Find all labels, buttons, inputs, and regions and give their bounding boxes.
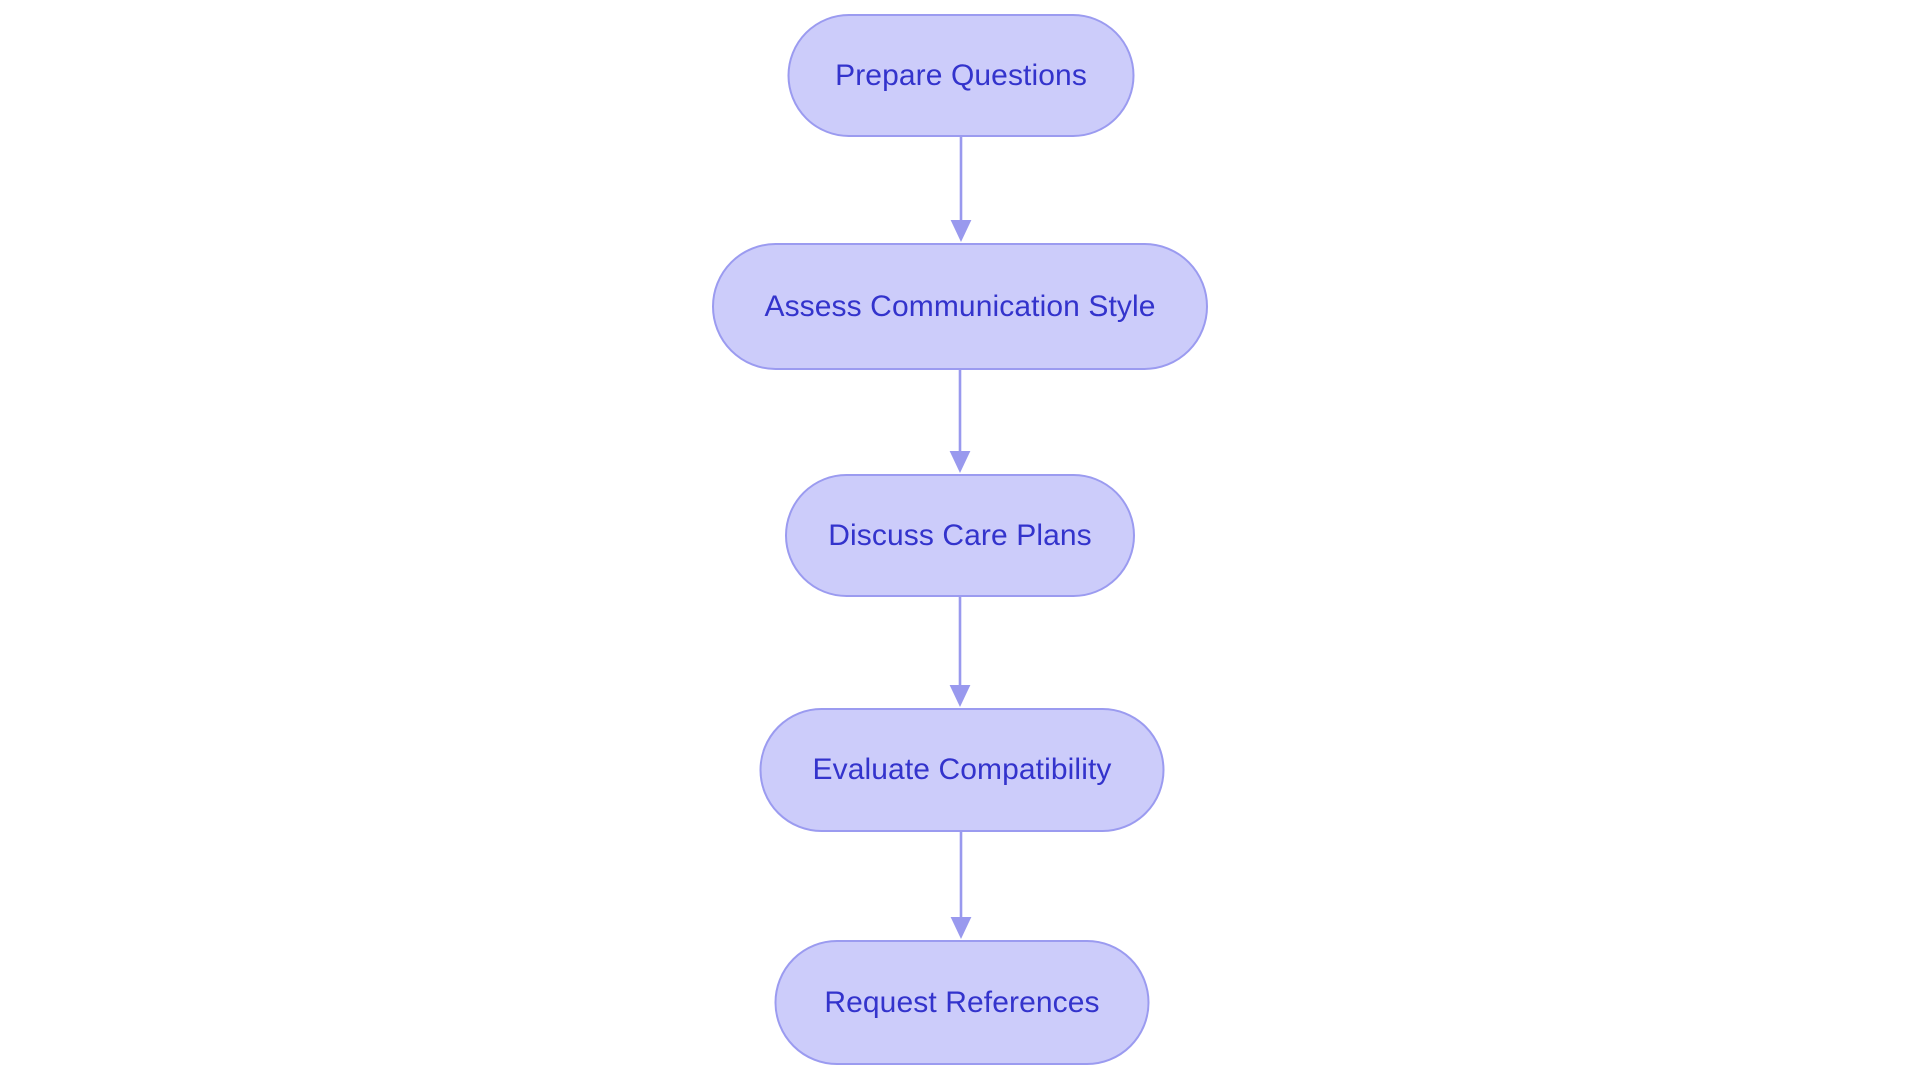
flow-node-label: Request References — [824, 985, 1100, 1019]
flow-node-label: Evaluate Compatibility — [812, 753, 1112, 786]
flow-node-n3[interactable]: Discuss Care Plans — [785, 474, 1135, 597]
flow-node-n5[interactable]: Request References — [774, 940, 1150, 1065]
flow-node-n4[interactable]: Evaluate Compatibility — [759, 708, 1165, 832]
flow-node-label: Assess Communication Style — [764, 289, 1156, 323]
flow-node-label: Discuss Care Plans — [828, 518, 1092, 552]
flow-node-n2[interactable]: Assess Communication Style — [712, 243, 1208, 370]
flow-node-label: Prepare Questions — [835, 58, 1087, 92]
flow-node-n1[interactable]: Prepare Questions — [787, 14, 1135, 137]
